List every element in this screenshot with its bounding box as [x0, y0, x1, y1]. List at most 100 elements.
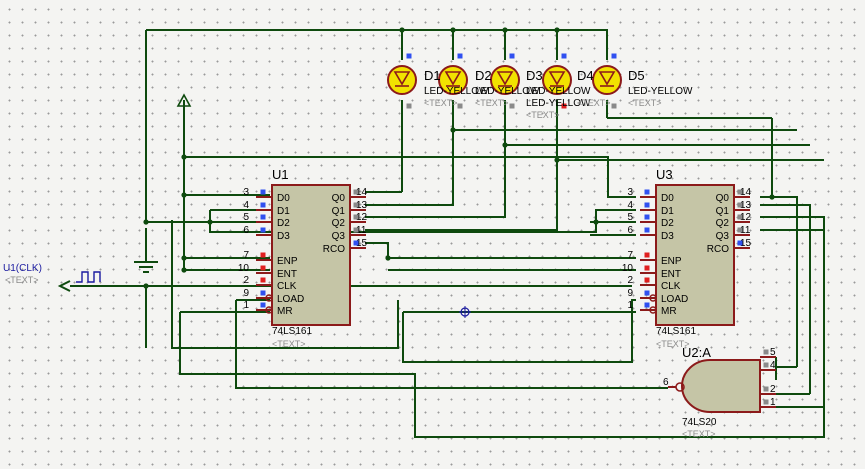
pin-marker [737, 189, 743, 195]
pin-name: LOAD [277, 294, 304, 305]
pin-marker [457, 103, 463, 109]
inverter-bubble [265, 294, 273, 302]
pin-marker [353, 214, 359, 220]
chip-u3[interactable]: 3D04D15D26D37ENP10ENT2CLK9LOAD1MR14Q013Q… [622, 184, 752, 326]
gate-text: <TEXT> [682, 429, 716, 439]
pin-marker [644, 189, 650, 195]
pin-name: Q2 [716, 218, 730, 229]
pin-marker [260, 189, 266, 195]
u3-ref: U3 [656, 167, 673, 182]
pin-marker [509, 53, 515, 59]
pin-marker [260, 277, 266, 283]
led-d4-text: <TEXT> [577, 98, 611, 108]
pin-name: Q3 [716, 231, 730, 242]
u1-type: 74LS161 [272, 326, 312, 337]
inverter-bubble [265, 306, 273, 314]
led-d3-text: <TEXT> [526, 110, 560, 120]
pin-name: D0 [661, 193, 674, 204]
pin-name: Q1 [332, 206, 346, 217]
pin-number: 12 [740, 212, 752, 223]
pin-number: 9 [243, 288, 249, 299]
pin-marker [353, 202, 359, 208]
pin-name: D2 [277, 218, 290, 229]
gate-type: 74LS20 [682, 417, 717, 428]
led-d5-ref: D5 [628, 68, 645, 83]
junction-dot [450, 127, 456, 133]
led-d5-text: <TEXT> [628, 98, 662, 108]
pin-marker [260, 265, 266, 271]
pin-marker [644, 252, 650, 258]
pin-marker [644, 227, 650, 233]
wire [365, 145, 506, 218]
wire [179, 312, 825, 438]
clock-label: U1(CLK) [3, 263, 42, 274]
chip-body [655, 184, 735, 326]
pin-number: 4 [243, 200, 249, 211]
junction-dot [181, 255, 187, 261]
pin-number: 10 [238, 263, 250, 274]
pin-marker [353, 227, 359, 233]
u1-text: <TEXT> [272, 339, 306, 349]
pin-name: RCO [323, 244, 345, 255]
pin-name: Q0 [716, 193, 730, 204]
led-d2-ref: D2 [475, 68, 492, 83]
junction-dot [593, 219, 599, 225]
led-diode-icon [496, 71, 514, 86]
pin-marker [763, 399, 769, 405]
pin-marker [353, 189, 359, 195]
junction-dot [554, 27, 560, 33]
pin-name: Q0 [332, 193, 346, 204]
inverter-bubble [649, 294, 657, 302]
led-d1[interactable] [387, 65, 417, 95]
pin-number: 13 [740, 200, 752, 211]
pin-name: LOAD [661, 294, 688, 305]
components: 3D04D15D26D37ENP10ENT2CLK9LOAD1MR14Q013Q… [76, 27, 776, 413]
junction-dot [769, 194, 775, 200]
pin-name: MR [277, 306, 293, 317]
led-d5[interactable] [592, 65, 622, 95]
led-d1-text: <TEXT> [424, 98, 458, 108]
led-d4[interactable] [542, 65, 572, 95]
pin-name: D2 [661, 218, 674, 229]
wire [365, 130, 454, 206]
u3-type: 74LS161 [656, 326, 696, 337]
pin-number: 14 [740, 187, 752, 198]
pin-marker [644, 202, 650, 208]
pin-marker [737, 202, 743, 208]
pin-marker [763, 386, 769, 392]
u1-ref: U1 [272, 167, 289, 182]
pin-number: 6 [663, 377, 669, 388]
pin-marker [260, 252, 266, 258]
wire [57, 280, 71, 292]
gate-body [681, 359, 761, 413]
junction-dot [502, 142, 508, 148]
junction-dot [181, 154, 187, 160]
clock-source-icon[interactable] [76, 271, 101, 283]
pin-marker [644, 277, 650, 283]
pin-name: CLK [277, 281, 297, 292]
led-d3[interactable] [490, 65, 520, 95]
pin-marker [611, 53, 617, 59]
junction-dot [450, 27, 456, 33]
pin-number: 6 [627, 225, 633, 236]
pin-number: 4 [627, 200, 633, 211]
pin-marker [737, 240, 743, 246]
pin-number: 12 [356, 212, 368, 223]
pin-name: D1 [277, 206, 290, 217]
pin-number: 3 [243, 187, 249, 198]
pin-name: Q1 [716, 206, 730, 217]
pin-marker [260, 290, 266, 296]
pin-number: 6 [243, 225, 249, 236]
pin-name: D1 [661, 206, 674, 217]
led-d3-label: LED-YELLOW [526, 86, 591, 97]
chip-u1[interactable]: 3D04D15D26D37ENP10ENT2CLK9LOAD1MR14Q013Q… [238, 184, 368, 326]
led-d2[interactable] [438, 65, 468, 95]
led-d4-ref: D4 [577, 68, 594, 83]
pin-number: 7 [243, 250, 249, 261]
pin-marker [561, 53, 567, 59]
inverter-bubble [649, 306, 657, 314]
led-diode-icon [598, 71, 616, 86]
